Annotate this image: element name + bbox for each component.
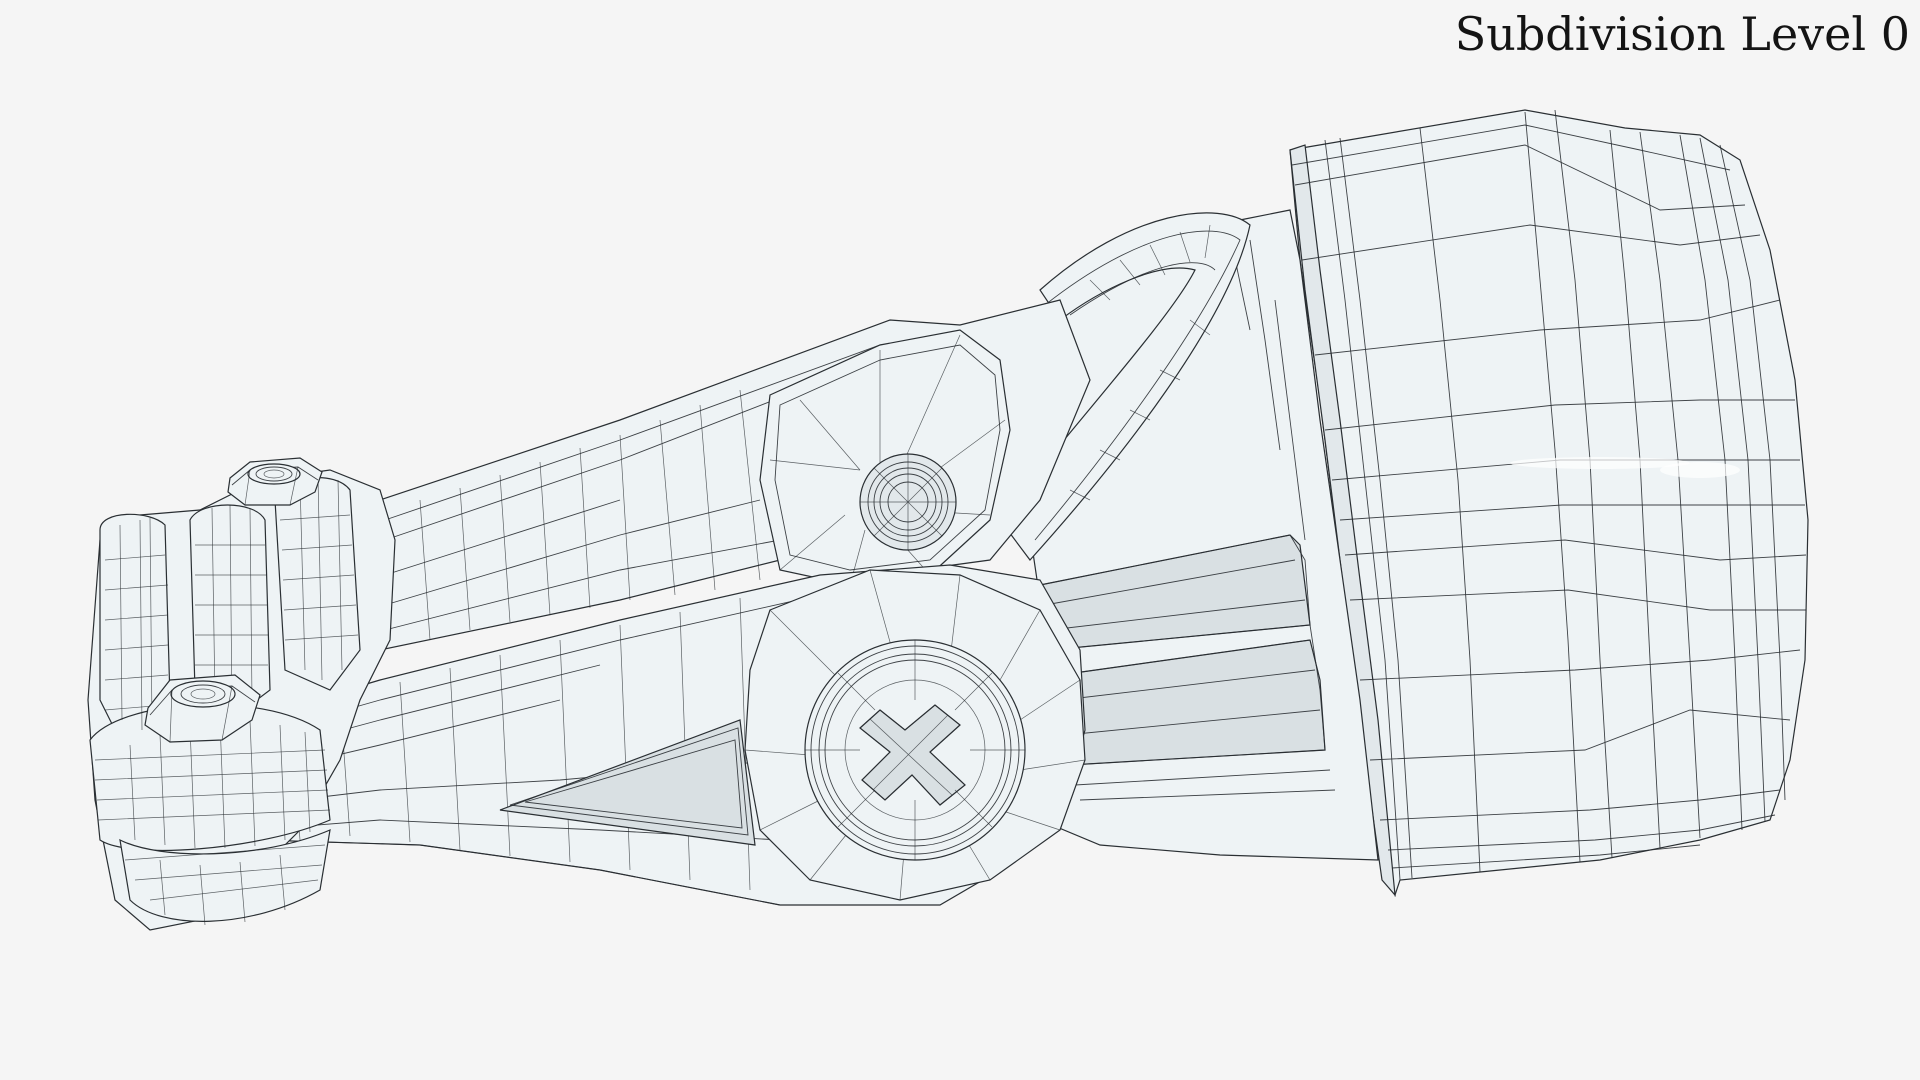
clevis-bracket <box>87 469 396 931</box>
slotted-body <box>999 209 1379 861</box>
hex-nut-top <box>227 457 323 506</box>
cylindrical-cap <box>1289 109 1809 898</box>
lower-arm <box>109 564 1086 906</box>
phillips-cross-icon <box>859 704 966 806</box>
hex-nut-bottom <box>144 674 261 743</box>
subdivision-level-label: Subdivision Level 0 <box>1454 7 1910 61</box>
upper-arm <box>379 299 1091 651</box>
